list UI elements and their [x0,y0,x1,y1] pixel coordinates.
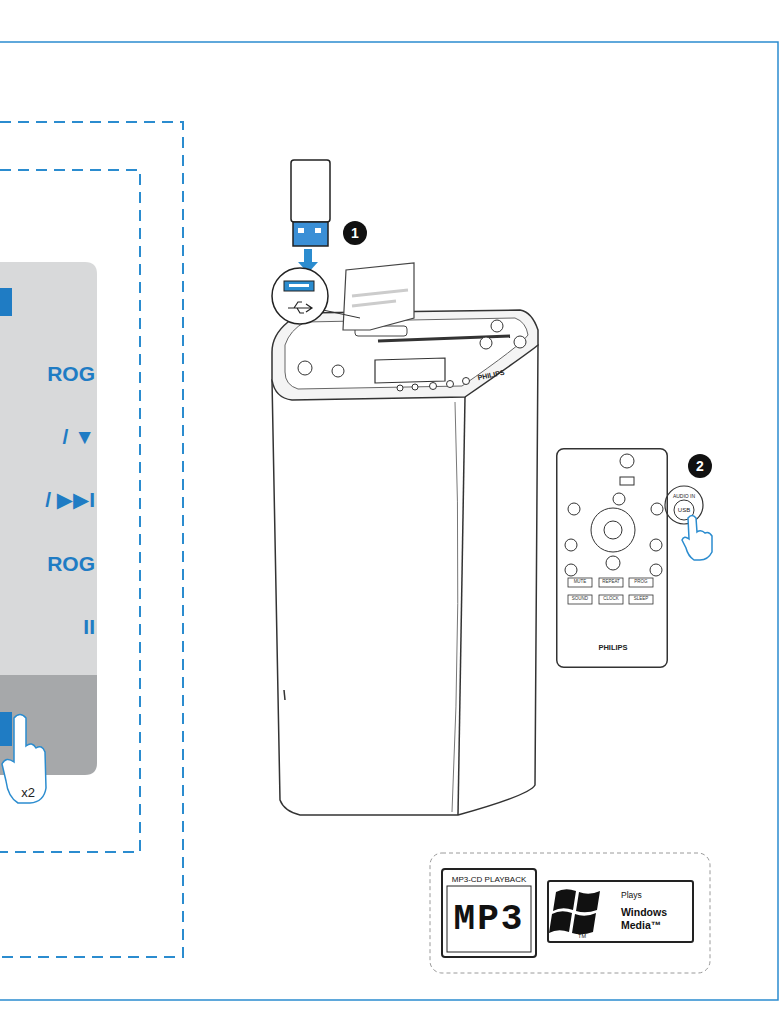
button-label: CLOCK [603,597,619,602]
page-frame [0,42,778,1000]
windows-flag [576,891,600,912]
speaker-edge [452,402,458,812]
button [514,336,526,348]
magnified-port [272,268,328,324]
speaker-edge [458,397,465,815]
brand-name: PHILIPS [598,644,627,652]
display [375,358,445,383]
button-label: SLEEP [634,597,649,602]
button-name: / ▶▶I [45,488,95,511]
trademark-mark: TM [578,933,586,939]
windows-media-logo: PlaysWindows Media™ TM [547,880,694,943]
remote-button [620,454,634,468]
button [397,385,403,391]
remote-button [620,477,634,485]
logo-text: MP3-CD PLAYBACK [452,876,527,885]
usb-plug [293,222,328,246]
speaker-body [272,345,538,815]
button-name: ROG [47,552,95,575]
pointing-hand [682,516,712,561]
logo-inner-frame [447,886,531,952]
remote-button [651,503,663,515]
button-label: PROG [634,580,647,585]
callout-number: 2 [696,459,704,473]
button-label: REPEAT [602,580,620,585]
button-panel [0,262,97,675]
usb-contact [315,228,321,233]
button-symbol [0,288,12,316]
button-name: / ▼ [63,425,95,448]
windows-flag [572,913,596,934]
pointing-hand [2,715,46,804]
callout-badge [343,221,367,245]
remote-button [629,595,653,604]
remote-button [650,564,662,576]
remote-button [606,556,620,570]
button [430,383,437,390]
speaker-edge [284,690,285,700]
windows-flag [553,889,576,911]
logo-text: Windows Media™ [621,906,675,931]
press-count: x2 [21,786,35,799]
leader-line [323,310,360,318]
button [447,381,454,388]
usb-stick [291,160,330,222]
button-label: AUDIO IN [673,494,695,499]
remote-button [650,539,662,551]
usb-port [289,284,309,287]
button [412,384,418,390]
dashed-frame [0,170,140,852]
insert-arrow [304,249,312,262]
button-label: MUTE [574,580,587,585]
button [480,337,492,349]
dock-card-detail [352,290,408,306]
usb-contact [298,228,304,233]
remote-button [599,578,623,587]
button-name: II [83,615,95,638]
usb-port [284,281,314,291]
remote-button [629,578,653,587]
ok-button [604,521,622,539]
logo-text: MP3 [454,900,525,940]
remote-control: MUTE REPEAT PROG SOUND CLOCK SLEEP PHILIPS [556,448,668,668]
remote-button [613,493,625,505]
control-panel [285,318,528,389]
button-name: ROG [47,362,95,385]
windows-flag [549,889,600,934]
remote-button [568,578,592,587]
button [491,320,503,332]
logo-text: Plays [621,891,642,900]
remote-outline [556,448,668,668]
button-panel: ROG / ▼ / ▶▶I ROG II [0,262,97,675]
remote-outline [557,449,668,668]
callout-number: 1 [351,226,359,240]
nav-ring [591,508,635,552]
usb-symbol [288,302,312,313]
button-symbol [0,712,12,746]
button [463,378,470,385]
button-label: USB [678,507,690,513]
button-label: SOUND [572,597,588,602]
remote-button [568,595,592,604]
dock-card [343,263,414,330]
speaker-top [272,310,538,400]
callout-badge [688,454,712,478]
dashed-frame [0,122,183,957]
remote-button [568,503,580,515]
mp3-logo: MP3-CD PLAYBACK MP3 [441,868,537,958]
logo-group [430,853,710,973]
button [298,361,312,375]
remote-button [565,564,577,576]
magnified-button [665,486,703,524]
remote-button [565,539,577,551]
windows-flag [549,911,572,933]
remote-button [599,595,623,604]
button [332,365,344,377]
remote-body [556,448,668,668]
